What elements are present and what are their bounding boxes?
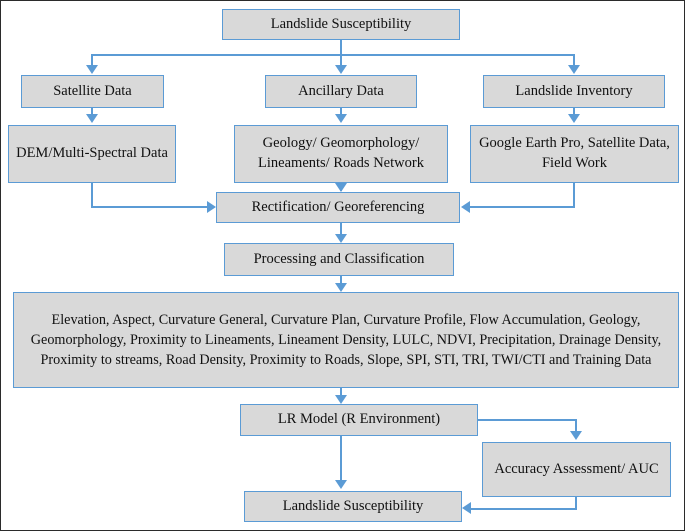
- connector-lrmodel-to-accuracy-across: [478, 419, 577, 421]
- node-landslide-susceptibility-output: Landslide Susceptibility: [244, 491, 462, 522]
- node-label: LR Model (R Environment): [277, 411, 441, 428]
- connector-ancillary-to-geology: [340, 108, 342, 116]
- arrowhead-to-accuracy-assessment: [570, 431, 582, 440]
- node-landslide-inventory: Landslide Inventory: [483, 75, 665, 108]
- arrowhead-to-dem: [86, 114, 98, 123]
- node-lr-model: LR Model (R Environment): [240, 404, 478, 436]
- arrowhead-to-lrmodel: [335, 395, 347, 404]
- node-ancillary-data: Ancillary Data: [265, 75, 417, 108]
- node-label: Satellite Data: [53, 82, 132, 99]
- connector-satellite-to-dem: [91, 108, 93, 116]
- node-label: Elevation, Aspect, Curvature General, Cu…: [30, 311, 662, 369]
- connector-processing-to-factors: [340, 276, 342, 286]
- node-processing-and-classification: Processing and Classification: [224, 243, 454, 276]
- connector-factors-to-lrmodel: [340, 388, 342, 398]
- node-rectification-georeferencing: Rectification/ Georeferencing: [216, 192, 460, 223]
- connector-googleearth-across: [470, 206, 575, 208]
- node-label: Landslide Susceptibility: [282, 497, 424, 514]
- arrowhead-geology-to-rectification: [335, 183, 347, 192]
- node-label: Rectification/ Georeferencing: [251, 198, 425, 215]
- node-label: Google Earth Pro, Satellite Data, Field …: [479, 135, 670, 171]
- connector-root-stem: [340, 40, 342, 55]
- node-label: Accuracy Assessment/ AUC: [494, 460, 659, 477]
- node-label: Landslide Inventory: [515, 82, 633, 99]
- arrowhead-to-output: [335, 480, 347, 489]
- connector-lrmodel-to-accuracy-down: [575, 419, 577, 433]
- connector-accuracy-to-output-across: [471, 508, 577, 510]
- node-landslide-susceptibility-root: Landslide Susceptibility: [222, 9, 460, 40]
- arrowhead-googleearth-to-rectification: [461, 201, 470, 213]
- node-conditioning-factors: Elevation, Aspect, Curvature General, Cu…: [13, 292, 679, 388]
- connector-branch-satellite: [91, 54, 93, 68]
- node-label: Ancillary Data: [298, 82, 384, 99]
- arrowhead-to-factors: [335, 283, 347, 292]
- connector-googleearth-down: [573, 183, 575, 207]
- connector-distribution-bar: [91, 54, 575, 56]
- node-label: DEM/Multi-Spectral Data: [16, 145, 168, 162]
- connector-dem-down: [91, 183, 93, 207]
- arrowhead-to-geology: [335, 114, 347, 123]
- node-label: Geology/ Geomorphology/ Lineaments/ Road…: [258, 135, 424, 171]
- node-accuracy-assessment: Accuracy Assessment/ AUC: [482, 442, 671, 497]
- arrowhead-to-google-earth: [568, 114, 580, 123]
- connector-lrmodel-to-output: [340, 436, 342, 483]
- node-label: Processing and Classification: [253, 250, 425, 267]
- connector-accuracy-down: [575, 497, 577, 510]
- arrowhead-to-processing: [335, 234, 347, 243]
- node-label: Landslide Susceptibility: [270, 15, 412, 32]
- node-satellite-data: Satellite Data: [21, 75, 164, 108]
- arrowhead-to-ancillary-data: [335, 65, 347, 74]
- connector-branch-ancillary: [340, 54, 342, 68]
- connector-dem-across: [91, 206, 208, 208]
- arrowhead-accuracy-to-output: [462, 502, 471, 514]
- node-dem-multispectral-data: DEM/Multi-Spectral Data: [8, 125, 176, 183]
- node-google-earth-pro: Google Earth Pro, Satellite Data, Field …: [470, 125, 679, 183]
- arrowhead-to-landslide-inventory: [568, 65, 580, 74]
- connector-inventory-to-google-earth: [573, 108, 575, 116]
- arrowhead-to-satellite-data: [86, 65, 98, 74]
- node-geology-geomorphology: Geology/ Geomorphology/ Lineaments/ Road…: [234, 125, 448, 183]
- arrowhead-dem-to-rectification: [207, 201, 216, 213]
- connector-rectification-to-processing: [340, 223, 342, 237]
- connector-branch-inventory: [573, 54, 575, 68]
